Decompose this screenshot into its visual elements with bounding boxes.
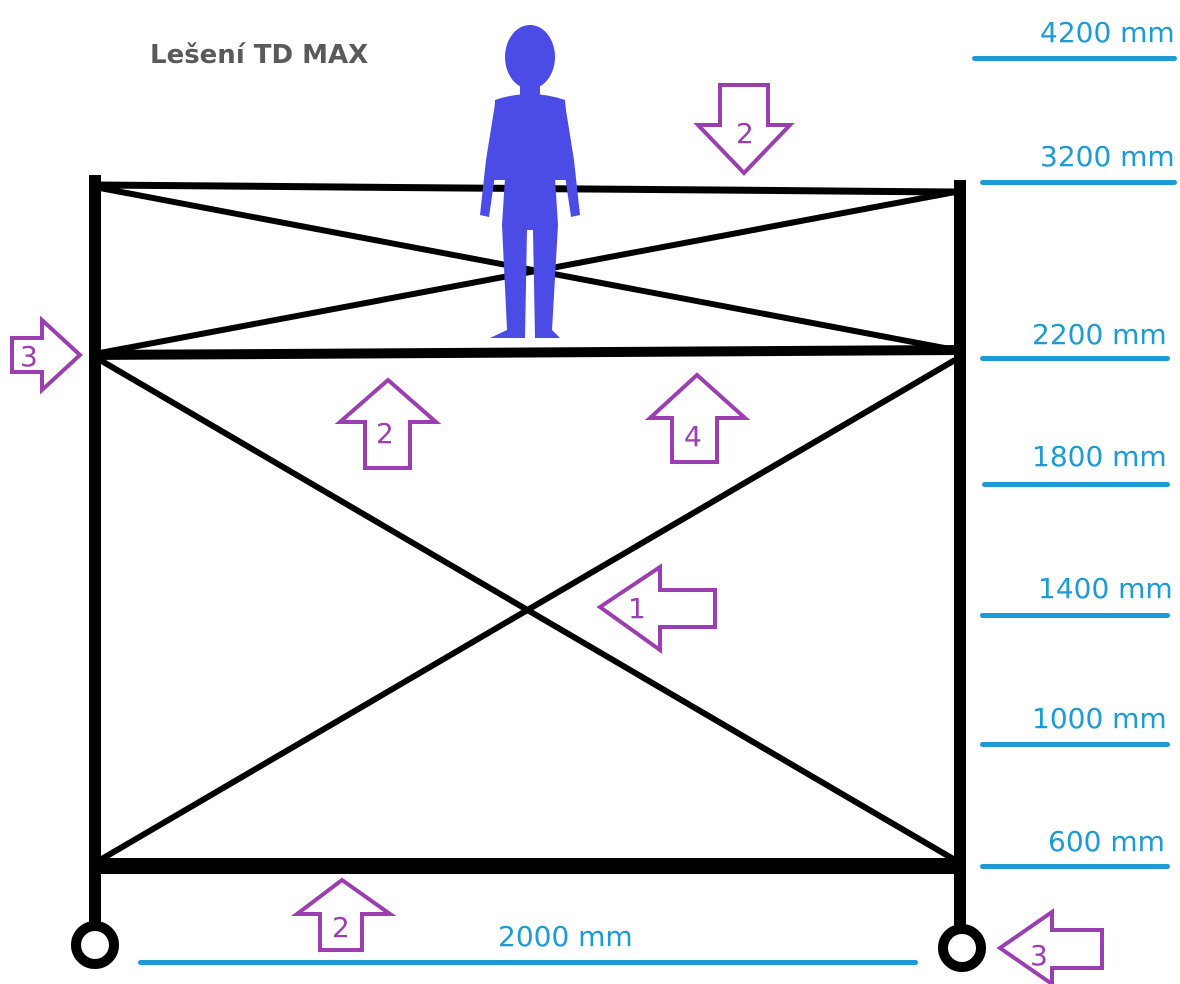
height-label: 600 mm — [1048, 825, 1165, 858]
height-line — [972, 56, 1177, 61]
height-line — [980, 742, 1170, 747]
marker-label: 2 — [376, 417, 394, 450]
height-line — [980, 864, 1170, 869]
height-line — [980, 356, 1170, 361]
right-wheel — [938, 924, 986, 972]
marker-1-arrow — [596, 563, 717, 654]
diagram-title: Lešení TD MAX — [150, 40, 369, 70]
upper-diagonal-1 — [99, 185, 956, 353]
marker-label: 1 — [628, 592, 646, 625]
marker-label: 3 — [20, 340, 38, 373]
height-line — [980, 180, 1177, 185]
height-line — [982, 482, 1170, 487]
upper-diagonal-2 — [99, 189, 956, 356]
person-figure — [480, 25, 580, 338]
height-label: 1000 mm — [1032, 702, 1167, 735]
lower-diagonal-2 — [98, 357, 957, 863]
marker-label: 3 — [1030, 939, 1048, 972]
marker-4-arrow — [644, 372, 751, 464]
marker-2-mid-arrow — [334, 377, 442, 470]
height-label: 4200 mm — [1040, 16, 1175, 49]
marker-2-bottom-arrow — [291, 877, 397, 952]
height-label: 1400 mm — [1038, 572, 1173, 605]
width-line — [138, 960, 918, 965]
marker-label: 4 — [684, 420, 702, 453]
marker-3-bottom-arrow — [996, 908, 1104, 984]
marker-label: 2 — [332, 911, 350, 944]
height-label: 1800 mm — [1032, 440, 1167, 473]
width-label: 2000 mm — [498, 920, 633, 953]
marker-3-left-arrow — [10, 315, 83, 395]
left-wheel — [71, 921, 119, 969]
marker-2-top-arrow — [693, 83, 795, 176]
platform-rail — [91, 345, 963, 360]
height-label: 3200 mm — [1040, 140, 1175, 173]
height-label: 2200 mm — [1032, 318, 1167, 351]
height-line — [980, 613, 1170, 618]
marker-label: 2 — [736, 117, 754, 150]
